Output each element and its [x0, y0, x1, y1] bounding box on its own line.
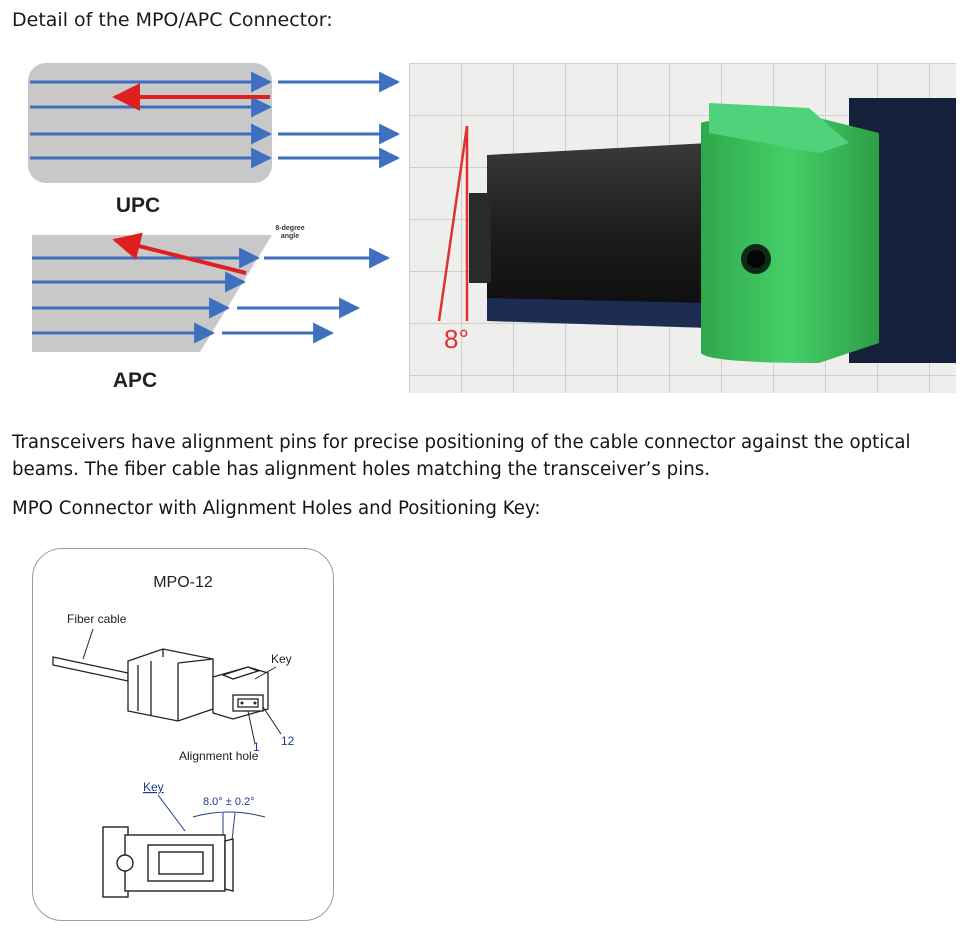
paragraph-alignment: Transceivers have alignment pins for pre…	[12, 429, 952, 483]
green-collar	[701, 118, 879, 363]
heading-alignment-key: MPO Connector with Alignment Holes and P…	[12, 498, 540, 519]
hole-leader-12	[263, 707, 281, 734]
mpo-title: MPO-12	[153, 574, 213, 591]
photo-angle-label: 8°	[444, 324, 469, 354]
mpo-diagram: MPO-12 Fiber cable Key 1 12 Alignment ho…	[33, 549, 333, 920]
key-leader-bottom	[158, 795, 185, 831]
angle-arc	[193, 812, 265, 817]
key-label: Key	[271, 652, 292, 666]
fiber-cable-leader	[83, 629, 93, 659]
connector-drawing	[53, 649, 268, 721]
upc-apc-figure: UPC 8-degree angle APC	[20, 60, 410, 400]
upc-label: UPC	[116, 194, 160, 217]
connector-black-body	[487, 143, 709, 323]
apc-angle-label-1: 8-degree	[275, 225, 304, 232]
alignment-hole-label: Alignment hole	[179, 749, 259, 763]
apc-label: APC	[113, 369, 157, 392]
fiber-cable-label: Fiber cable	[67, 612, 127, 626]
angle-tolerance: 8.0° ± 0.2°	[203, 796, 255, 808]
key-label-bottom: Key	[143, 780, 164, 794]
connector-photo: 8°	[409, 63, 956, 393]
fiber-position-12: 12	[281, 734, 295, 748]
heading-connector-detail: Detail of the MPO/APC Connector:	[12, 9, 333, 31]
mpo-diagram-panel: MPO-12 Fiber cable Key 1 12 Alignment ho…	[32, 548, 334, 921]
apc-angle-label-2: angle	[281, 233, 299, 240]
connector-face	[469, 193, 491, 283]
